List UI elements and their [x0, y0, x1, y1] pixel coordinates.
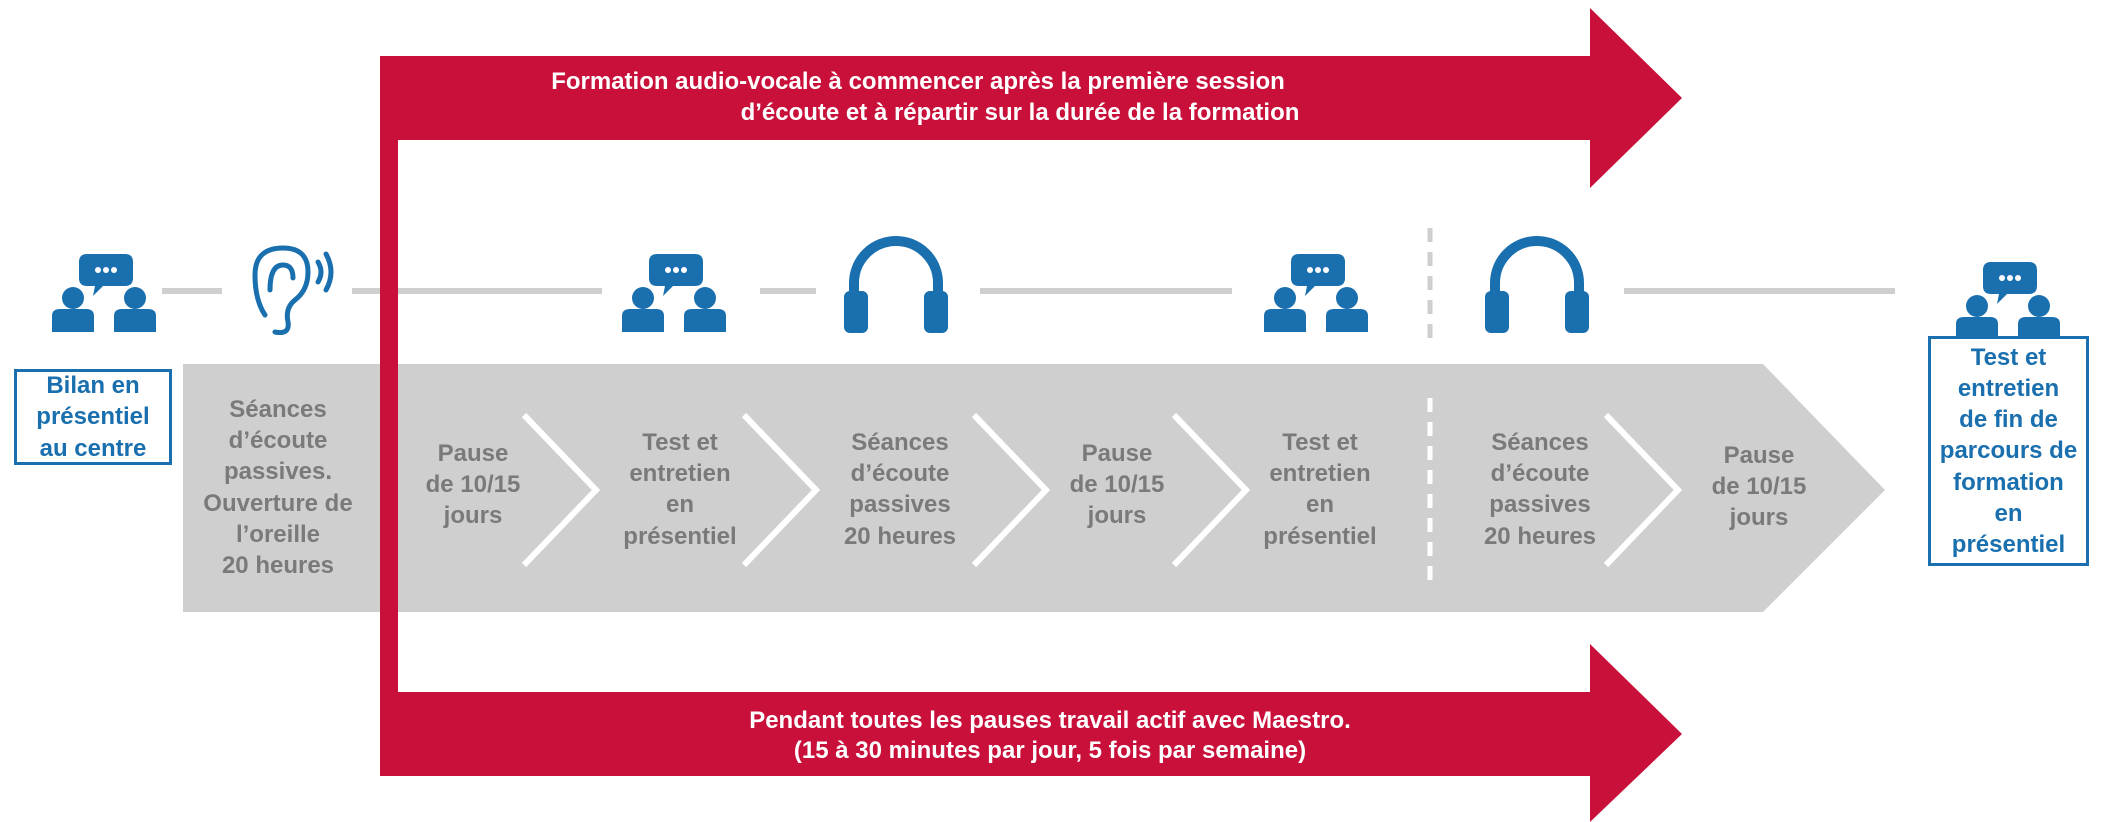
ear-icon: [252, 245, 334, 335]
bottom-arrow: [380, 644, 1682, 822]
headphones-icon-2: [1485, 241, 1589, 333]
end-box-line: Test et: [1970, 343, 2047, 371]
bottom-arrow-line1: Pendant toutes les pauses travail actif …: [749, 707, 1351, 734]
end-box-line: en: [1994, 499, 2023, 527]
step-chevrons: [521, 412, 1683, 568]
end-box-line: entretien: [1957, 375, 2060, 403]
end-box-line: formation: [1953, 468, 2064, 496]
meeting-icon-3: [1264, 254, 1368, 332]
process-band: [183, 364, 1885, 612]
bottom-arrow-line2: (15 à 30 minutes par jour, 5 fois par se…: [793, 737, 1307, 764]
end-box-line: parcours de: [1939, 437, 2078, 465]
end-box: Test et entretien de fin de parcours de …: [1928, 336, 2089, 566]
headphones-icon: [844, 241, 948, 333]
top-arrow-line2: d’écoute et à répartir sur la durée de l…: [740, 99, 1300, 126]
start-box-line: Bilan en: [46, 372, 140, 400]
meeting-icon-2: [622, 254, 726, 332]
meeting-icon: [52, 254, 156, 332]
top-arrow-line1: Formation audio-vocale à commencer après…: [551, 68, 1285, 95]
start-box-line: présentiel: [36, 403, 150, 431]
end-box-line: présentiel: [1951, 530, 2066, 558]
end-box-line: de fin de: [1959, 406, 2058, 434]
start-box: Bilan en présentiel au centre: [14, 369, 172, 465]
meeting-icon-end: [1956, 262, 2060, 340]
top-arrow: [380, 8, 1682, 776]
start-box-line: au centre: [39, 434, 147, 462]
